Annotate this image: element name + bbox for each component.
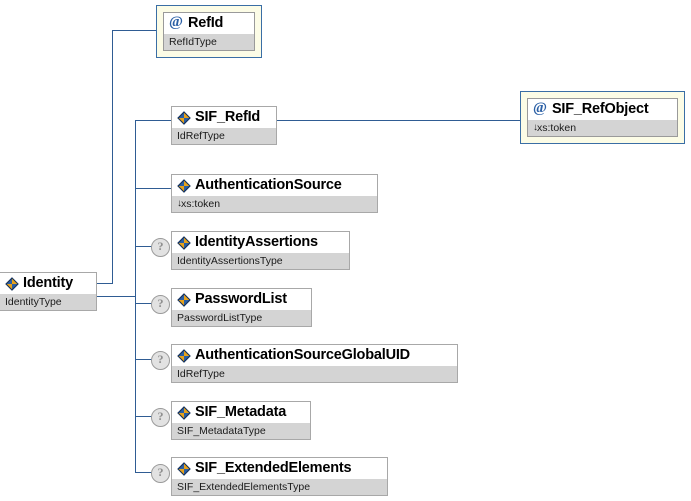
connector-element-trunk bbox=[135, 120, 136, 472]
node-authentication-source-type-text: xs:token bbox=[181, 198, 221, 210]
node-authentication-source-name: AuthenticationSource bbox=[195, 177, 342, 194]
node-authentication-source-inner: AuthenticationSource ↓xs:token bbox=[171, 174, 378, 213]
node-sif-extended-elements-inner: SIF_ExtendedElements SIF_ExtendedElement… bbox=[171, 457, 388, 496]
connector-to-authentication-source-global-uid bbox=[135, 359, 152, 360]
node-authentication-source-global-uid-type: IdRefType bbox=[172, 366, 457, 382]
node-sif-refid-header: SIF_RefId bbox=[172, 107, 276, 128]
node-sif-refobject-inner: @ SIF_RefObject ↓xs:token bbox=[527, 98, 678, 137]
node-sif-refobject-type: ↓xs:token bbox=[528, 120, 677, 136]
connector-identity-sequence-stub bbox=[97, 296, 136, 297]
connector-to-sif-refid bbox=[135, 120, 171, 121]
node-password-list[interactable]: PasswordList PasswordListType bbox=[171, 288, 312, 327]
node-refid-inner: @ RefId RefIdType bbox=[163, 12, 255, 51]
node-authentication-source-global-uid[interactable]: AuthenticationSourceGlobalUID IdRefType bbox=[171, 344, 458, 383]
connector-identity-stub bbox=[97, 283, 113, 284]
node-password-list-header: PasswordList bbox=[172, 289, 311, 310]
node-refid-type: RefIdType bbox=[164, 34, 254, 50]
node-sif-refid-inner: SIF_RefId IdRefType bbox=[171, 106, 277, 145]
node-identity-inner: Identity IdentityType bbox=[0, 272, 97, 311]
element-diamond-icon bbox=[177, 235, 191, 250]
connector-sif-refid-to-sif-refobject bbox=[277, 120, 520, 121]
node-identity-type: IdentityType bbox=[0, 294, 96, 310]
node-identity-assertions-inner: IdentityAssertions IdentityAssertionsTyp… bbox=[171, 231, 350, 270]
node-sif-extended-elements-type: SIF_ExtendedElementsType bbox=[172, 479, 387, 495]
node-identity-name: Identity bbox=[23, 275, 73, 292]
node-authentication-source-type: ↓xs:token bbox=[172, 196, 377, 212]
optional-marker-identity-assertions: ? bbox=[151, 238, 170, 257]
node-sif-refid-type: IdRefType bbox=[172, 128, 276, 144]
at-sign-icon: @ bbox=[169, 14, 183, 30]
node-password-list-name: PasswordList bbox=[195, 291, 287, 308]
node-identity-assertions-type: IdentityAssertionsType bbox=[172, 253, 349, 269]
node-sif-refobject[interactable]: @ SIF_RefObject ↓xs:token bbox=[520, 91, 685, 144]
connector-to-password-list bbox=[135, 303, 152, 304]
node-sif-metadata-name: SIF_Metadata bbox=[195, 404, 287, 421]
node-sif-refobject-type-text: xs:token bbox=[537, 122, 577, 134]
node-password-list-type: PasswordListType bbox=[172, 310, 311, 326]
node-identity-assertions[interactable]: IdentityAssertions IdentityAssertionsTyp… bbox=[171, 231, 350, 270]
node-authentication-source-global-uid-inner: AuthenticationSourceGlobalUID IdRefType bbox=[171, 344, 458, 383]
at-sign-icon: @ bbox=[533, 100, 547, 116]
element-diamond-icon bbox=[5, 276, 19, 291]
node-sif-extended-elements-header: SIF_ExtendedElements bbox=[172, 458, 387, 479]
optional-marker-password-list: ? bbox=[151, 295, 170, 314]
connector-to-refid bbox=[112, 30, 156, 31]
node-refid[interactable]: @ RefId RefIdType bbox=[156, 5, 262, 58]
element-diamond-icon bbox=[177, 348, 191, 363]
connector-to-identity-assertions bbox=[135, 246, 152, 247]
connector-to-sif-metadata bbox=[135, 416, 152, 417]
node-authentication-source-global-uid-name: AuthenticationSourceGlobalUID bbox=[195, 347, 410, 364]
node-identity-header: Identity bbox=[0, 273, 96, 294]
element-diamond-icon bbox=[177, 178, 191, 193]
optional-marker-authentication-source-global-uid: ? bbox=[151, 351, 170, 370]
node-sif-refobject-header: @ SIF_RefObject bbox=[528, 99, 677, 120]
optional-marker-sif-metadata: ? bbox=[151, 408, 170, 427]
element-diamond-icon bbox=[177, 461, 191, 476]
node-refid-name: RefId bbox=[187, 15, 224, 32]
node-sif-refid[interactable]: SIF_RefId IdRefType bbox=[171, 106, 277, 145]
connector-to-authentication-source bbox=[135, 188, 171, 189]
node-sif-refobject-name: SIF_RefObject bbox=[551, 101, 649, 118]
node-authentication-source[interactable]: AuthenticationSource ↓xs:token bbox=[171, 174, 378, 213]
connector-to-sif-extended-elements bbox=[135, 472, 152, 473]
element-diamond-icon bbox=[177, 110, 191, 125]
node-sif-metadata-header: SIF_Metadata bbox=[172, 402, 310, 423]
connector-attribute-trunk bbox=[112, 30, 113, 284]
inherited-type-arrow-icon: ↓ bbox=[177, 198, 182, 209]
element-diamond-icon bbox=[177, 405, 191, 420]
inherited-type-arrow-icon: ↓ bbox=[533, 122, 538, 133]
node-identity-assertions-name: IdentityAssertions bbox=[195, 234, 318, 251]
node-refid-header: @ RefId bbox=[164, 13, 254, 34]
node-identity-assertions-header: IdentityAssertions bbox=[172, 232, 349, 253]
node-sif-extended-elements[interactable]: SIF_ExtendedElements SIF_ExtendedElement… bbox=[171, 457, 388, 496]
node-sif-refid-name: SIF_RefId bbox=[195, 109, 261, 126]
optional-marker-sif-extended-elements: ? bbox=[151, 464, 170, 483]
element-diamond-icon bbox=[177, 292, 191, 307]
node-sif-metadata-inner: SIF_Metadata SIF_MetadataType bbox=[171, 401, 311, 440]
node-password-list-inner: PasswordList PasswordListType bbox=[171, 288, 312, 327]
node-authentication-source-header: AuthenticationSource bbox=[172, 175, 377, 196]
node-identity[interactable]: Identity IdentityType bbox=[0, 272, 97, 311]
node-sif-metadata-type: SIF_MetadataType bbox=[172, 423, 310, 439]
node-sif-extended-elements-name: SIF_ExtendedElements bbox=[195, 460, 352, 477]
node-sif-metadata[interactable]: SIF_Metadata SIF_MetadataType bbox=[171, 401, 311, 440]
node-authentication-source-global-uid-header: AuthenticationSourceGlobalUID bbox=[172, 345, 457, 366]
